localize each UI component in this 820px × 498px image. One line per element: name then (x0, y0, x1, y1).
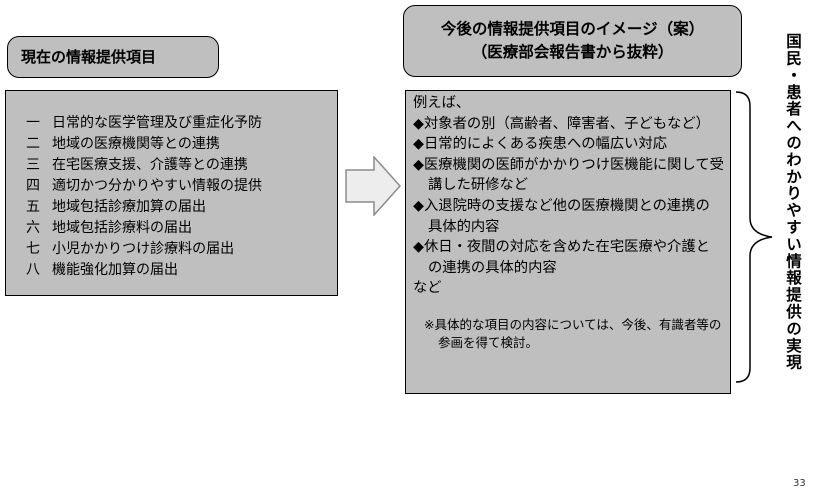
current-info-header-label: 現在の情報提供項目 (21, 48, 157, 66)
future-info-header-line2: （医療部会報告書から抜粋） (471, 43, 674, 61)
current-item-text: 日常的な医学管理及び重症化予防 (52, 115, 262, 131)
current-item: 五地域包括診療加算の届出 (26, 197, 337, 218)
current-item-number: 三 (26, 157, 40, 173)
current-item: 二地域の医療機関等との連携 (26, 134, 337, 155)
future-item: ◆休日・夜間の対応を含めた在宅医療や介護との連携の具体的内容 (413, 239, 710, 276)
current-items-panel: 一日常的な医学管理及び重症化予防 二地域の医療機関等との連携 三在宅医療支援、介… (5, 90, 338, 296)
current-item-number: 五 (26, 199, 40, 215)
current-info-header: 現在の情報提供項目 (7, 36, 219, 78)
future-info-header-line1: 今後の情報提供項目のイメージ（案） (440, 20, 705, 38)
current-item-text: 地域包括診療加算の届出 (52, 199, 206, 215)
current-item: 三在宅医療支援、介護等との連携 (26, 155, 337, 176)
current-item: 八機能強化加算の届出 (26, 260, 337, 281)
current-item: 一日常的な医学管理及び重症化予防 (26, 113, 337, 134)
page-number: 33 (793, 478, 806, 489)
future-item: ◆対象者の別（高齢者、障害者、子どもなど） (413, 115, 710, 132)
future-etc: など (413, 280, 442, 297)
current-item-number: 六 (26, 220, 40, 236)
current-item-text: 小児かかりつけ診療料の届出 (52, 241, 235, 257)
future-note: ※具体的な項目の内容については、今後、有識者等の参画を得て検討。 (424, 316, 722, 350)
current-item-text: 機能強化加算の届出 (52, 262, 178, 278)
vertical-caption: 国民・患者へのわかりやすい情報提供の実現 (784, 33, 802, 371)
future-intro: 例えば、 (413, 95, 471, 111)
future-item: ◆入退院時の支援など他の医療機関との連携の具体的内容 (413, 197, 710, 235)
current-item: 六地域包括診療料の届出 (26, 218, 337, 239)
current-item-number: 四 (26, 178, 40, 194)
current-item-text: 地域の医療機関等との連携 (52, 136, 220, 152)
current-item-text: 在宅医療支援、介護等との連携 (52, 157, 248, 173)
right-arrow-icon (345, 156, 401, 216)
current-item-number: 二 (26, 136, 40, 152)
current-item: 四適切かつ分かりやすい情報の提供 (26, 176, 337, 197)
current-item: 七小児かかりつけ診療料の届出 (26, 239, 337, 260)
current-item-number: 七 (26, 241, 40, 257)
future-info-header: 今後の情報提供項目のイメージ（案） （医療部会報告書から抜粋） (403, 5, 742, 77)
current-item-text: 適切かつ分かりやすい情報の提供 (52, 178, 262, 194)
right-brace-icon (735, 91, 773, 383)
future-items-panel: 例えば、 ◆対象者の別（高齢者、障害者、子どもなど） ◆日常的によくある疾患への… (405, 90, 731, 394)
current-item-text: 地域包括診療料の届出 (52, 220, 192, 236)
current-item-number: 八 (26, 262, 40, 278)
future-item: ◆医療機関の医師がかかりつけ医機能に関して受講した研修など (413, 156, 724, 194)
current-item-number: 一 (26, 115, 40, 131)
future-item: ◆日常的によくある疾患への幅広い対応 (413, 136, 668, 153)
